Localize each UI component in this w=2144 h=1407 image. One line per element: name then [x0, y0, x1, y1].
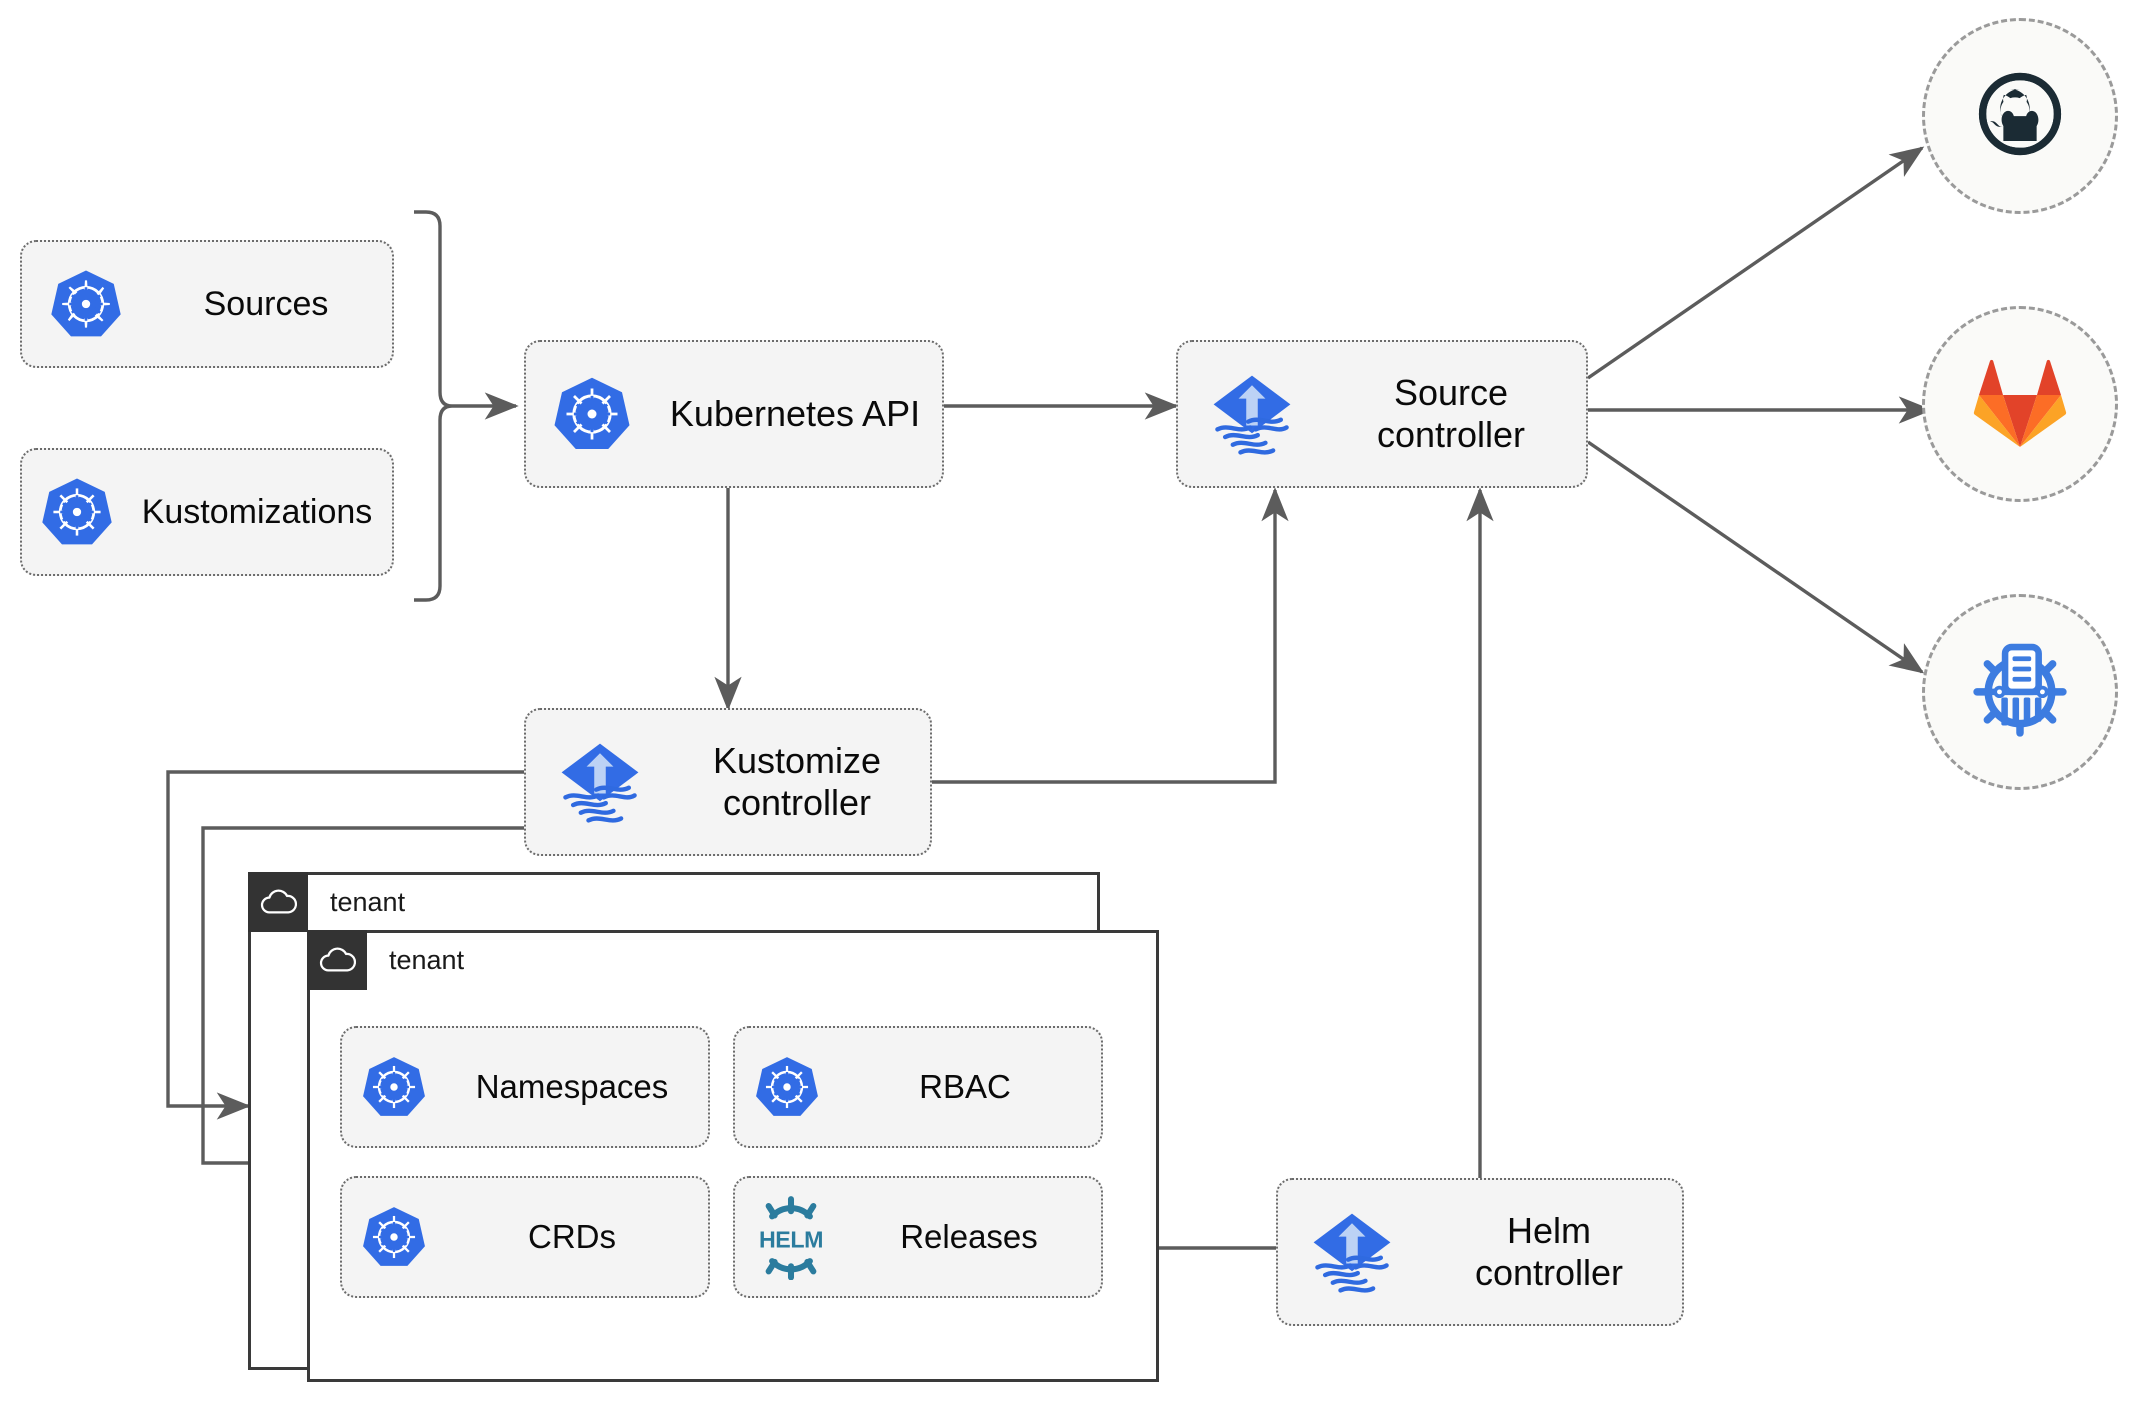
node-label: Helm controller [1474, 1209, 1624, 1293]
node-label: Releases [900, 1217, 1038, 1255]
node-label: Sources [203, 284, 329, 323]
node-label: Kustomize controller [712, 739, 882, 823]
provider-helm-repository[interactable] [1922, 594, 2118, 790]
flux-icon [1278, 1204, 1426, 1300]
node-label: CRDs [528, 1217, 616, 1255]
node-label: Namespaces [475, 1067, 669, 1105]
github-icon [1968, 62, 2072, 171]
node-kustomize-controller[interactable]: Kustomize controller [524, 708, 932, 856]
kubernetes-icon [526, 374, 658, 454]
node-helm-controller[interactable]: Helm controller [1276, 1178, 1684, 1326]
bracket-sources-kustomizations [414, 210, 453, 602]
svg-text:HELM: HELM [759, 1226, 823, 1252]
node-kustomizations[interactable]: Kustomizations [20, 448, 394, 576]
kubernetes-icon [22, 267, 150, 341]
cloud-icon [248, 872, 308, 932]
flux-icon [526, 734, 674, 830]
node-label: Source controller [1376, 371, 1526, 455]
node-label: Kubernetes API [669, 392, 921, 434]
node-kubernetes-api[interactable]: Kubernetes API [524, 340, 944, 488]
tenant-header-front: tenant [307, 930, 464, 990]
tenant-label: tenant [330, 886, 406, 917]
gitlab-icon [1970, 354, 2070, 455]
node-releases[interactable]: HELM Releases [733, 1176, 1103, 1298]
node-sources[interactable]: Sources [20, 240, 394, 368]
tenant-header-back: tenant [248, 872, 405, 932]
edge-kustomize-controller-source-controller [932, 487, 1289, 784]
kubernetes-icon [735, 1054, 839, 1120]
kubernetes-icon [342, 1204, 446, 1270]
provider-github[interactable] [1922, 18, 2118, 214]
node-crds[interactable]: CRDs [340, 1176, 710, 1298]
tenant-label: tenant [389, 944, 465, 975]
node-namespaces[interactable]: Namespaces [340, 1026, 710, 1148]
edge-source-controller-github [1587, 146, 1925, 380]
node-label: RBAC [919, 1067, 1011, 1105]
kubernetes-icon [22, 475, 132, 549]
edge-source-controller-helm-repo [1587, 440, 1925, 674]
node-rbac[interactable]: RBAC [733, 1026, 1103, 1148]
cloud-icon [307, 930, 367, 990]
helm-wheel-icon [1964, 634, 2076, 751]
node-source-controller[interactable]: Source controller [1176, 340, 1588, 488]
kubernetes-icon [342, 1054, 446, 1120]
helm-text-icon: HELM [735, 1194, 847, 1280]
provider-gitlab[interactable] [1922, 306, 2118, 502]
flux-icon [1178, 366, 1326, 462]
node-label: Kustomizations [141, 492, 373, 531]
tenant-box-front[interactable]: tenant [307, 930, 1159, 1382]
